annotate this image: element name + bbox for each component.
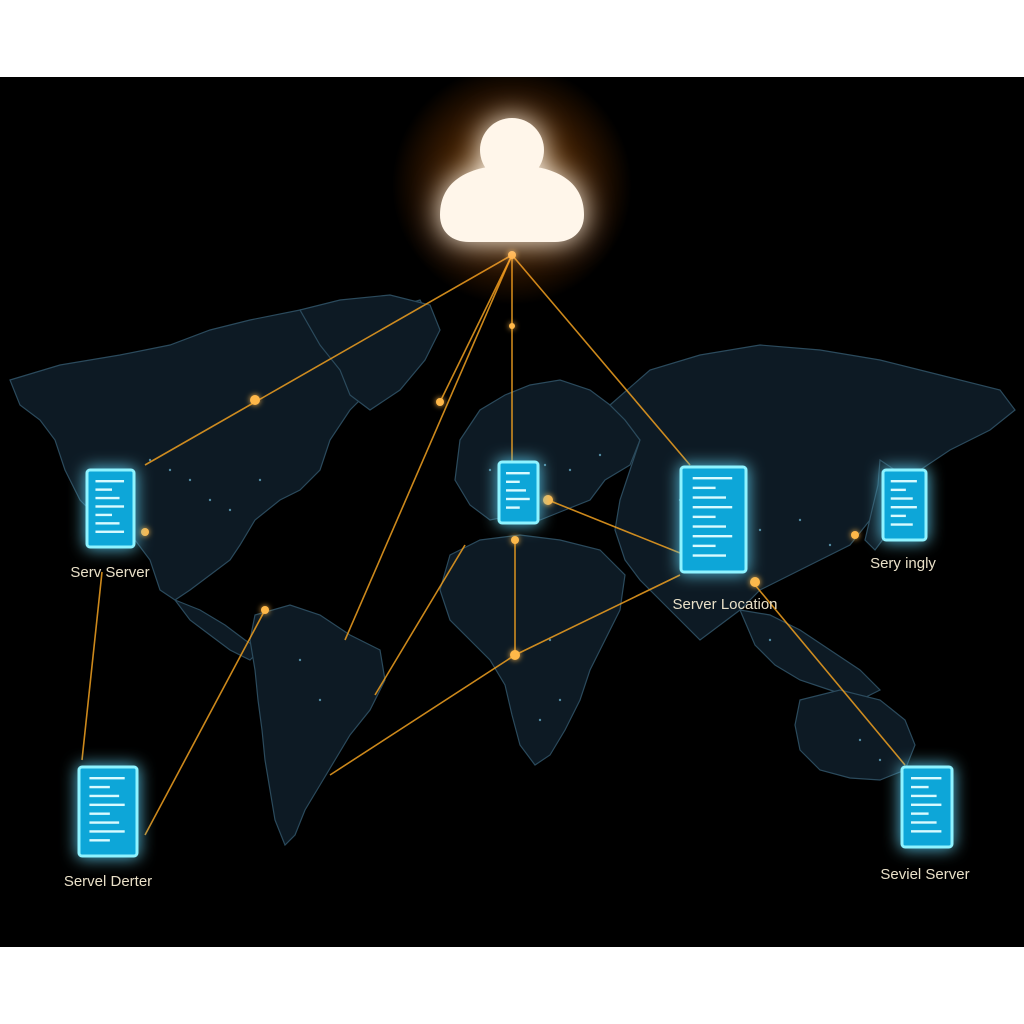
server-icon[interactable]	[881, 468, 928, 542]
server-text-line	[692, 525, 726, 528]
server-text-line	[95, 505, 125, 508]
node-scandinavia[interactable]	[509, 323, 515, 329]
server-text-line	[911, 794, 937, 798]
server-icon[interactable]	[77, 765, 139, 858]
server-text-line	[89, 794, 120, 798]
server-text-line	[506, 480, 520, 483]
city-lights	[148, 453, 882, 762]
server-text-line	[506, 472, 530, 475]
server-europe-group[interactable]	[497, 460, 540, 525]
server-text-line	[89, 830, 125, 833]
server-asia-location-group[interactable]: Server Location	[672, 465, 778, 613]
server-text-line	[89, 777, 125, 780]
server-text-line	[95, 522, 120, 525]
node-india[interactable]	[750, 577, 760, 587]
server-text-line	[911, 812, 929, 815]
server-lower-left-group[interactable]: Servel Derter	[64, 765, 152, 890]
server-text-line	[89, 785, 110, 789]
server-text-line	[89, 839, 110, 842]
link-caribbean-lower-server	[144, 609, 266, 836]
node-central-africa[interactable]	[510, 650, 520, 660]
server-text-line	[692, 506, 733, 509]
user-icon	[440, 118, 584, 242]
server-text-line	[692, 477, 733, 480]
link-asia-australia	[754, 584, 906, 766]
server-text-line	[692, 496, 726, 499]
server-text-line	[95, 513, 113, 517]
link-user-north-america	[144, 254, 513, 466]
server-text-line	[95, 530, 125, 533]
server-text-line	[692, 515, 716, 519]
server-text-line	[911, 821, 937, 824]
link-west-server-lower	[81, 571, 103, 761]
africa-landmass	[439, 534, 626, 766]
link-africa-south-atlantic	[329, 654, 516, 776]
asia-landmass	[609, 344, 1016, 641]
server-label: Sery ingly	[870, 555, 936, 572]
user-icon-group[interactable]	[392, 77, 632, 305]
node-europe[interactable]	[543, 495, 553, 505]
server-label: Server Location	[672, 596, 777, 613]
server-japan-group[interactable]: Sery ingly	[870, 468, 936, 572]
server-text-line	[890, 488, 906, 492]
server-icon[interactable]	[497, 460, 540, 525]
node-caribbean[interactable]	[261, 606, 269, 614]
server-text-line	[506, 506, 520, 509]
server-text-line	[89, 803, 125, 807]
server-text-line	[911, 785, 929, 789]
server-west-america-group[interactable]: Serv Server	[70, 468, 150, 581]
server-text-line	[506, 489, 526, 492]
server-label: Serv Server	[70, 564, 149, 581]
node-atlantic[interactable]	[436, 398, 444, 406]
server-text-line	[95, 480, 125, 483]
server-text-line	[890, 514, 906, 518]
server-text-line	[890, 506, 917, 509]
node-north-africa[interactable]	[511, 536, 519, 544]
server-text-line	[89, 812, 110, 815]
server-label: Servel Derter	[64, 873, 152, 890]
link-europe-asia	[547, 499, 686, 556]
server-text-line	[692, 535, 733, 538]
server-text-line	[692, 486, 716, 490]
link-user-south-america	[344, 254, 513, 641]
server-text-line	[692, 554, 726, 557]
server-australia-group[interactable]: Seviel Server	[880, 765, 970, 883]
node-japan[interactable]	[851, 531, 859, 539]
server-text-line	[506, 497, 530, 501]
node-canada[interactable]	[250, 395, 260, 405]
link-south-america-africa	[374, 544, 466, 696]
server-text-line	[890, 480, 917, 483]
server-text-line	[911, 830, 942, 833]
server-text-line	[911, 777, 942, 780]
central-america-landmass	[173, 598, 261, 661]
link-africa-asia	[514, 574, 681, 656]
server-text-line	[692, 544, 716, 548]
server-text-line	[911, 803, 942, 806]
node-west-coast[interactable]	[141, 528, 149, 536]
australia-landmass	[794, 689, 916, 781]
server-text-line	[890, 497, 913, 500]
greenland-landmass	[299, 294, 441, 411]
southeast-asia-landmass	[739, 609, 882, 701]
server-label: Seviel Server	[880, 866, 969, 883]
server-text-line	[89, 821, 120, 824]
connection-lines	[81, 254, 906, 836]
server-text-line	[95, 496, 120, 500]
south-america-landmass	[249, 604, 386, 847]
server-text-line	[95, 488, 113, 491]
server-text-line	[890, 523, 913, 526]
